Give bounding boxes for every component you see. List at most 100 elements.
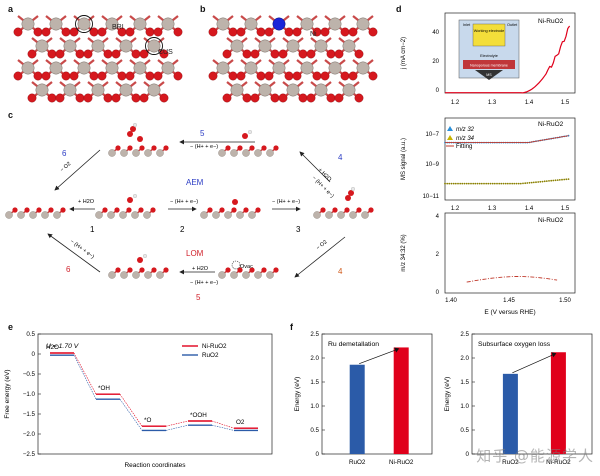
oxygen-atom xyxy=(33,27,43,37)
slab-ruthenium xyxy=(313,211,321,219)
d-top-ylabel: j (mA cm−2) xyxy=(401,37,407,70)
ruthenium-atom xyxy=(63,39,77,53)
d-mid-ylabel: MS signal (a.u.) xyxy=(401,138,407,180)
ruthenium-atom xyxy=(133,61,147,75)
oxygen-atom xyxy=(228,27,238,37)
adsorbate-top-oh xyxy=(242,130,252,139)
oxygen-atom xyxy=(354,93,364,103)
f-ytick-label: 1.0 xyxy=(310,403,319,410)
slab-ruthenium xyxy=(108,149,116,157)
oxygen-atom xyxy=(89,71,99,81)
slab-ruthenium xyxy=(41,211,49,219)
f-category-label: RuO2 xyxy=(349,459,366,466)
adsorbate-oxygen xyxy=(127,131,133,137)
reaction-h-3: − (H+ + e−) xyxy=(272,199,300,205)
arrow-lom-4 xyxy=(294,236,346,278)
adsorbate-oxygen xyxy=(232,199,238,205)
mz34-point xyxy=(526,182,529,184)
f-ytick-label: 2.5 xyxy=(460,331,469,338)
oxygen-atom xyxy=(250,93,260,103)
oxygen-atom xyxy=(222,93,232,103)
slab-ruthenium xyxy=(212,211,220,219)
adsorbate-oxygen xyxy=(345,195,351,201)
oxygen-atom xyxy=(228,71,238,81)
d-mid-xtick-3: 1.5 xyxy=(561,206,570,212)
ruthenium-atom xyxy=(300,61,314,75)
mz34-point xyxy=(489,182,492,185)
ruthenium-atom xyxy=(244,17,258,31)
step-2: 2 xyxy=(180,225,185,234)
step-4: 4 xyxy=(338,153,343,162)
adsorbate-oxygen xyxy=(242,133,248,139)
e-ylabel: Free energy (eV) xyxy=(4,369,11,418)
e-ytick-label: −2.5 xyxy=(23,451,36,458)
mz34-point xyxy=(454,182,457,185)
slab-ruthenium xyxy=(349,211,357,219)
slab-bottom-left xyxy=(108,267,169,279)
slab-ruthenium xyxy=(143,211,151,219)
slab-ruthenium xyxy=(131,211,139,219)
slab-oxygen xyxy=(12,207,18,213)
d-bot-xlabel: E (V versus RHE) xyxy=(484,309,535,316)
panel-label-f: f xyxy=(290,322,293,332)
cell-membrane: Nanoporous membrane xyxy=(470,64,508,68)
ruthenium-atom xyxy=(133,17,147,31)
mz34-point xyxy=(539,180,542,183)
ruthenium-atom xyxy=(244,61,258,75)
f-ytick-label: 0.5 xyxy=(460,427,469,434)
f-ytick-label: 1.5 xyxy=(460,379,469,386)
oxygen-atom xyxy=(306,93,316,103)
slab-oxygen xyxy=(356,207,362,213)
f-title: Ru demetallation xyxy=(328,341,379,348)
oxygen-atom xyxy=(111,93,121,103)
oxygen-atom xyxy=(264,27,274,37)
oxygen-atom xyxy=(264,71,274,81)
oxygen-atom xyxy=(41,71,51,81)
oxygen-atom xyxy=(354,49,364,59)
slab-ruthenium xyxy=(325,211,333,219)
mz34-point xyxy=(537,181,540,183)
oxygen-atom xyxy=(47,93,57,103)
oxygen-atom xyxy=(326,49,336,59)
oxygen-atom xyxy=(103,93,113,103)
mz34-point xyxy=(554,179,557,182)
oxygen-atom xyxy=(270,49,280,59)
arrow-step-6 xyxy=(54,149,101,191)
slab-oxygen xyxy=(332,207,338,213)
oxygen-atom xyxy=(125,27,135,37)
mz34-point xyxy=(496,182,498,185)
slab-bottom-right xyxy=(218,267,279,279)
oxygen-atom xyxy=(334,49,344,59)
slab-oxygen xyxy=(151,145,157,151)
oxygen-atom xyxy=(368,27,378,37)
mz34-point xyxy=(509,182,511,185)
f-title: Subsurface oxygen loss xyxy=(478,341,551,348)
adsorbate-hydrogen xyxy=(351,187,355,191)
reaction-h-lom6: − (H+ + e−) xyxy=(69,239,95,260)
ruthenium-atom xyxy=(356,17,370,31)
slab-oxygen xyxy=(60,207,66,213)
mz34-point xyxy=(563,178,566,181)
oxygen-atom xyxy=(256,27,266,37)
slab-ruthenium xyxy=(95,211,103,219)
trend-arrow xyxy=(512,353,555,374)
slab-ruthenium xyxy=(218,271,226,279)
slab-ruthenium xyxy=(156,271,164,279)
e-state-label: *O xyxy=(144,417,151,424)
adsorbate-hydrogen xyxy=(143,254,147,258)
slab-ruthenium xyxy=(218,149,226,157)
slab-oxygen xyxy=(225,267,231,273)
d-mid-xtick-2: 1.4 xyxy=(525,206,534,212)
cell-inlet: Inlet xyxy=(463,23,471,27)
ruthenium-atom xyxy=(258,39,272,53)
ruthenium-atom xyxy=(328,61,342,75)
oxygen-atom xyxy=(236,71,246,81)
oxygen-atom xyxy=(222,49,232,59)
ruthenium-atom xyxy=(230,83,244,97)
ruthenium-atom xyxy=(356,61,370,75)
ruthenium-atom xyxy=(314,39,328,53)
ruthenium-atom xyxy=(342,83,356,97)
connector xyxy=(165,424,189,431)
ruthenium-atom xyxy=(342,39,356,53)
oxygen-atom xyxy=(320,71,330,81)
